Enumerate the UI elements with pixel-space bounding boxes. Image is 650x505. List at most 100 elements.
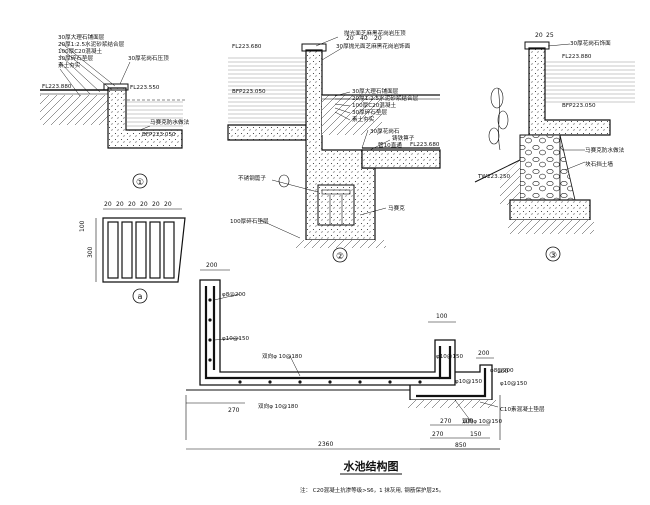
section3-slope: [500, 160, 520, 205]
plan-rebar-3: 双向φ 10@180: [262, 352, 302, 360]
detailA-slats: [107, 221, 175, 279]
section1-note-3: 100厚C20混凝土: [58, 47, 102, 55]
section1-pool-wall: [107, 87, 183, 149]
section2-base: [296, 240, 386, 248]
section3-footing: [509, 199, 591, 221]
section2-dim-2: 40: [360, 35, 368, 42]
section1-marker-label: ①: [136, 178, 144, 188]
section1-ground-hatch: [40, 95, 110, 125]
section-2: 20 40 20 抛光面芝麻黑花岗岩压顶 30厚抛光面芝麻黑花岗岩饰面 FL22…: [227, 29, 441, 263]
section1-waterproof: 马赛克防水做法: [150, 118, 190, 126]
section2-side-note: 30厚抛光面芝麻黑花岗岩饰面: [336, 42, 411, 50]
section2-wall: [305, 49, 376, 241]
section3-dim-1: 20: [535, 32, 543, 39]
detailA-dim-2: 20: [116, 201, 124, 208]
section3-leaders: [547, 43, 586, 171]
section1-note-2: 20厚1:2.5水泥砂浆结合层: [58, 40, 125, 48]
section3-plant: [488, 87, 509, 151]
section1-water: [127, 100, 183, 129]
section-3: 20 25 30厚花岗石饰面 FL223.880 BFP223.050 TW22…: [474, 32, 635, 262]
detailA-dim-4: 20: [140, 201, 148, 208]
plan-rebar-8: 双向φ 10@150: [462, 417, 502, 425]
plan-top-dim-1: 200: [206, 262, 218, 269]
plan-bottom-dim-5: 850: [455, 442, 467, 449]
section1-note-4: 30厚碎石垫层: [58, 54, 93, 62]
section2-dim-3: 20: [374, 35, 382, 42]
plan-overall-dim: 2360: [318, 441, 333, 448]
section3-waterproof: 马赛克防水做法: [585, 146, 625, 154]
plan-rebar-right-wall: [438, 346, 452, 380]
section1-level-bottom: BFP223.050: [142, 132, 176, 138]
plan-slab-note: C10素混凝土垫层: [500, 405, 545, 413]
detailA-side-dim-1: 100: [79, 220, 86, 232]
plan-outline: [199, 279, 456, 386]
plan-small-dim: 270: [228, 407, 240, 414]
section2-pool-floor: [227, 124, 307, 141]
reinforcement-drawing: 200 100 200 100 φ8@200 φ10@150 双向φ 10@18…: [185, 262, 545, 450]
section3-marker-label: ③: [549, 251, 557, 261]
plan-rebar-outer: [204, 286, 440, 380]
section3-dim-2: 25: [546, 32, 554, 39]
section2-grille: 铸铁箅子: [392, 134, 415, 142]
section3-marker: [545, 246, 561, 262]
section2-level-left: FL223.680: [232, 44, 262, 50]
section3-stone-wall: [519, 134, 561, 201]
section2-level-bottom: BFP223.050: [232, 89, 266, 95]
plan-rebar-5: φ8@200: [490, 368, 514, 374]
plan-extra-dim-2: 100: [497, 368, 509, 375]
plan-bottom-dim-3: 270: [432, 431, 444, 438]
section2-note-2: 20厚1:2.5水泥砂浆结合层: [352, 94, 419, 102]
section3-top-note: 30厚花岗石饰面: [570, 39, 611, 47]
plan-slab-base: [408, 400, 496, 408]
section2-steel-grate: 不锈钢篦子: [238, 174, 266, 182]
section1-level-water: FL223.550: [130, 85, 160, 91]
detailA-dim-5: 20: [152, 201, 160, 208]
section2-drain-box: [317, 184, 355, 226]
plan-rebar-step: [416, 368, 487, 398]
section2-cover-note: 30厚花岗石: [370, 127, 400, 135]
section1-marker: [132, 173, 148, 189]
section3-wall-note: 块石挡土墙: [585, 160, 613, 168]
section2-water: [228, 55, 306, 125]
plan-rebar-6: φ10@150: [455, 379, 483, 385]
section-1: 30厚大理石铺面层 20厚1:2.5水泥砂浆结合层 100厚C20混凝土 30厚…: [40, 33, 190, 189]
plan-rebar-4: φ10@150: [436, 354, 464, 360]
section2-drain-pipe: 管10直通: [378, 141, 402, 149]
section3-level-low: TW223.250: [477, 174, 511, 180]
detailA-marker-label: a: [138, 292, 143, 301]
drawing-title: 水池结构图: [344, 459, 399, 473]
plan-rebar-2: φ10@150: [222, 336, 250, 342]
detail-a: 20 20 20 20 20 20 100 300 a: [79, 201, 186, 304]
section3-water: [545, 60, 635, 104]
section1-leaders: [59, 41, 151, 131]
detailA-side-dim-2: 300: [87, 246, 94, 258]
section1-note-1: 30厚大理石铺面层: [58, 33, 105, 41]
plan-extra-dim-1: 200: [478, 350, 490, 357]
section3-base: [508, 220, 594, 234]
section1-curb-note: 30厚花岗石压顶: [128, 54, 169, 62]
section2-base-note: 100厚碎石垫层: [230, 217, 269, 225]
plan-bottom-rebar: 双向φ 10@180: [258, 402, 298, 410]
section2-marker: [332, 247, 348, 263]
section2-note-4: 30厚碎石垫层: [352, 108, 387, 116]
section1-coping: [103, 83, 129, 91]
section2-leaders: [259, 36, 391, 239]
detailA-dim-3: 20: [128, 201, 136, 208]
section2-note-5: 素土夯实: [352, 115, 375, 123]
section2-ground-hatch: [322, 95, 382, 135]
section2-mosaic: 马赛克: [388, 204, 405, 212]
section2-top-note: 抛光面芝麻黑花岗岩压顶: [344, 29, 406, 37]
section1-level-top: FL223.880: [42, 84, 72, 90]
section2-note-1: 30厚大理石铺面层: [352, 87, 399, 95]
plan-rebar-7: φ10@150: [500, 381, 528, 387]
plan-top-dim-2: 100: [436, 313, 448, 320]
plan-rebar-1: φ8@200: [222, 292, 246, 298]
drawing-footnote: 注： C20混凝土抗渗等级>S6，1 抹灰用, 钢筋保护层25。: [300, 486, 444, 494]
plan-bottom-dim-2: 100: [462, 418, 474, 425]
section2-marker-label: ②: [336, 252, 344, 262]
section2-grate: [321, 189, 351, 195]
plan-leaders: [213, 293, 499, 421]
detailA-dim-1: 20: [104, 201, 112, 208]
